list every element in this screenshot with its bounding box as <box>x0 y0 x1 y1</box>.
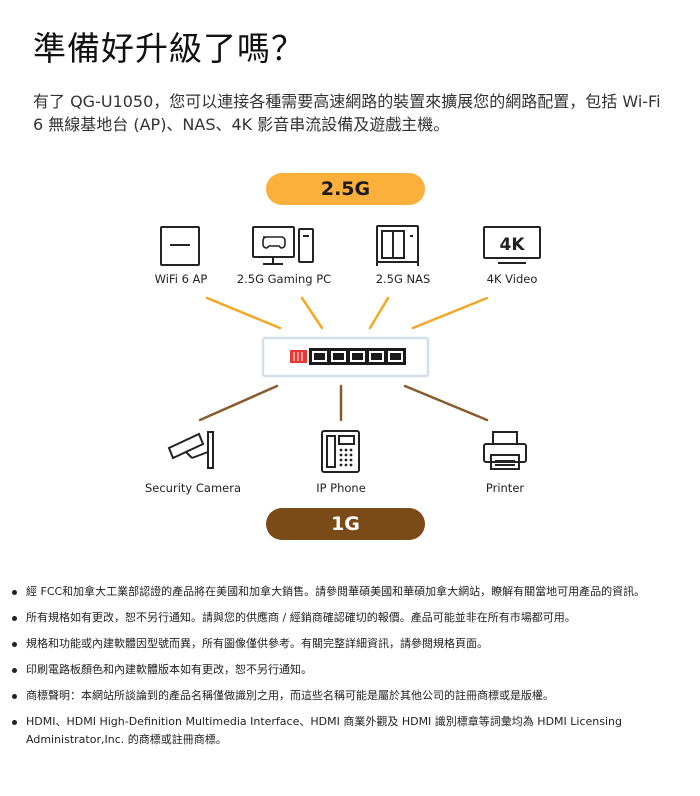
line-4k-video <box>411 296 489 330</box>
device-label-ip-phone: IP Phone <box>316 481 366 495</box>
footnote-item: 經 FCC和加拿大工業部認證的產品將在美國和加拿大銷售。請參閱華碩美國和華碩加拿… <box>12 583 692 601</box>
switch-icon <box>261 336 430 378</box>
device-label-gaming-pc: 2.5G Gaming PC <box>236 272 332 286</box>
footnote-item: 印刷電路板顏色和內建軟體版本如有更改，恕不另行通知。 <box>12 661 692 679</box>
line-wifi-ap <box>205 296 282 330</box>
page-title: 準備好升級了嗎？ <box>33 29 305 68</box>
line-gaming-pc <box>300 296 324 330</box>
device-label-wifi-ap: WiFi 6 AP <box>154 272 208 286</box>
gaming-pc-icon <box>252 226 314 265</box>
wifi-ap-icon <box>160 226 200 266</box>
speed-badge-1g: 1G <box>266 508 425 540</box>
intro-paragraph: 有了 QG-U1050，您可以連接各種需要高速網路的裝置來擴展您的網路配置，包括… <box>33 92 661 134</box>
footnotes-list: 經 FCC和加拿大工業部認證的產品將在美國和加拿大銷售。請參閱華碩美國和華碩加拿… <box>12 583 692 757</box>
4k-video-icon-text: 4K <box>499 235 525 255</box>
footnote-item: 商標聲明：本網站所談論到的產品名稱僅做識別之用，而這些名稱可能是屬於其他公司的註… <box>12 687 692 705</box>
device-label-printer: Printer <box>485 481 525 495</box>
line-security-camera <box>198 384 279 422</box>
nas-icon <box>376 225 419 266</box>
device-label-security-camera: Security Camera <box>144 481 241 495</box>
4k-video-icon: 4K <box>483 226 541 264</box>
top-connection-lines <box>205 296 489 330</box>
line-nas <box>368 296 390 330</box>
printer-icon <box>483 431 527 470</box>
footnote-item: 規格和功能或內建軟體因型號而異，所有圖像僅供參考。有關完整詳細資訊，請參閱規格頁… <box>12 635 692 653</box>
device-label-nas: 2.5G NAS <box>375 272 431 286</box>
line-printer <box>403 384 489 422</box>
bottom-connection-lines <box>198 384 489 422</box>
speed-badge-2-5g: 2.5G <box>266 173 425 205</box>
ip-phone-icon <box>321 430 360 473</box>
footnote-item: 所有規格如有更改，恕不另行通知。請與您的供應商 / 經銷商確認確切的報價。產品可… <box>12 609 692 627</box>
footnote-item: HDMI、HDMI High-Definition Multimedia Int… <box>12 713 692 749</box>
device-label-4k-video: 4K Video <box>486 272 538 286</box>
security-camera-icon <box>167 431 214 469</box>
